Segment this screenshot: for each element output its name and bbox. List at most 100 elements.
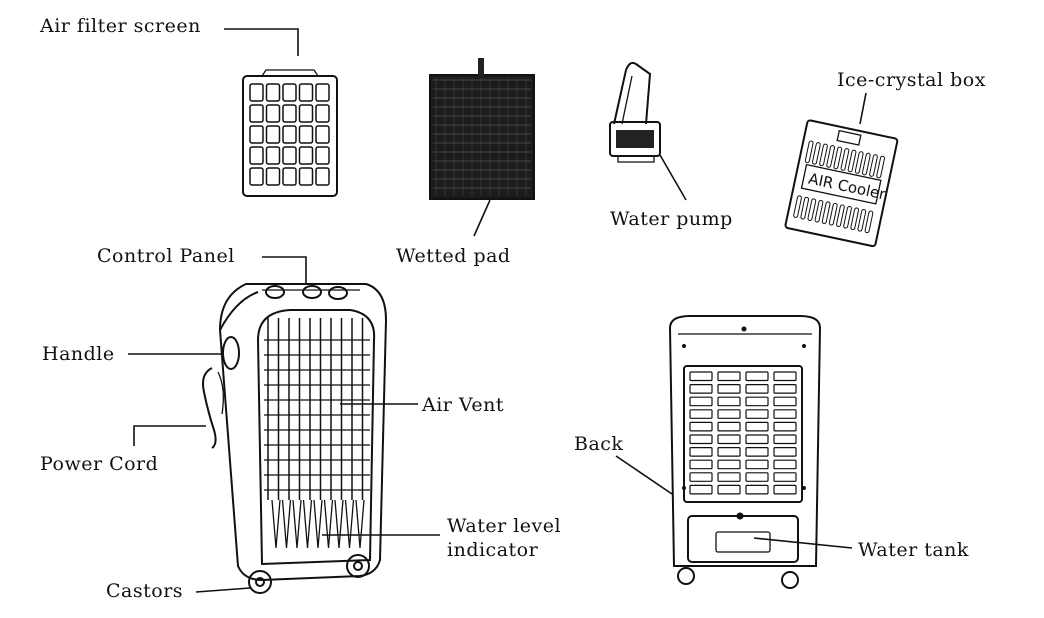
- filter-cell: [315, 83, 330, 102]
- filter-cell: [265, 104, 281, 123]
- back-grille-slot: [689, 421, 713, 432]
- ice-ridge: [857, 209, 867, 232]
- power-cord-label: Power Cord: [40, 453, 158, 475]
- ice-ridge: [869, 154, 878, 177]
- back-grille-slot: [773, 472, 797, 482]
- back-grille-slot: [773, 459, 797, 470]
- filter-cell: [282, 104, 297, 123]
- wetted-pad-drawing: [429, 58, 535, 200]
- wetted-pad-label: Wetted pad: [396, 245, 511, 267]
- ice-ridge: [843, 205, 852, 229]
- back-grille-slot: [773, 421, 797, 432]
- back-grille-slot: [773, 384, 797, 394]
- filter-cell: [282, 83, 297, 102]
- water-tank-label: Water tank: [858, 539, 969, 561]
- indicator-tooth: [313, 499, 323, 549]
- back-label: Back: [574, 433, 623, 455]
- filter-cell: [265, 125, 281, 144]
- indicator-tooth: [334, 499, 344, 549]
- ice-ridge: [847, 149, 857, 173]
- back-grille-slot: [717, 447, 741, 457]
- filter-cell: [265, 146, 281, 165]
- back-grille-slot: [689, 409, 713, 419]
- ice-ridge: [854, 151, 864, 174]
- filter-cell: [298, 83, 314, 102]
- back-grille-slot: [745, 384, 769, 394]
- filter-cell: [249, 125, 264, 144]
- power-cord-leader: [133, 425, 206, 446]
- back-grille-slot: [745, 409, 769, 419]
- back-grille-slot: [773, 434, 797, 445]
- filter-cell: [265, 83, 281, 102]
- cooler-back-drawing: [668, 315, 822, 589]
- ice-ridge: [811, 142, 821, 165]
- back-grille-slot: [745, 421, 769, 432]
- back-grille-slot: [717, 484, 741, 495]
- filter-cell: [265, 167, 281, 186]
- castors-leader: [195, 587, 251, 593]
- ice-ridge: [819, 143, 828, 167]
- ice-ridge: [828, 202, 838, 226]
- indicator-tooth: [281, 499, 292, 549]
- filter-cell: [315, 167, 330, 186]
- back-grille-slot: [689, 434, 713, 445]
- ice-crystal-box-label: Ice-crystal box: [837, 69, 986, 91]
- handle-label: Handle: [42, 343, 115, 365]
- back-grille-slot: [773, 447, 797, 457]
- castors-label: Castors: [106, 580, 183, 602]
- filter-cell: [282, 125, 297, 144]
- indicator-tooth: [302, 499, 313, 549]
- back-grille-slot: [717, 384, 741, 394]
- wetted-pad-leader: [473, 199, 491, 237]
- ice-ridge: [840, 148, 850, 171]
- back-grille-slot: [717, 459, 741, 470]
- water-pump-drawing: [609, 61, 661, 163]
- ice-crystal-box-drawing: AIR Cooler: [784, 119, 899, 248]
- indicator-tooth: [271, 499, 281, 549]
- cooler-front-drawing: [202, 283, 388, 594]
- air-filter-screen-label: Air filter screen: [39, 15, 201, 37]
- back-grille-slot: [689, 371, 713, 382]
- filter-cell: [315, 104, 330, 123]
- ice-ridge: [793, 195, 802, 218]
- ice-ridge: [800, 196, 810, 220]
- ice-ridge: [826, 145, 836, 168]
- ice-ridge: [861, 152, 871, 176]
- indicator-tooth: [355, 499, 365, 549]
- back-grille-slot: [717, 409, 741, 419]
- filter-cell: [315, 125, 330, 144]
- back-grille-slot: [745, 434, 769, 445]
- back-grille-slot: [689, 396, 713, 407]
- water-level-indicator-label-2: indicator: [447, 539, 539, 561]
- ice-crystal-box-print: AIR Cooler: [807, 170, 888, 204]
- filter-cell: [298, 104, 314, 123]
- back-grille-slot: [717, 371, 741, 382]
- filter-cell: [249, 167, 264, 186]
- ice-ridge: [804, 140, 814, 164]
- water-pump-label: Water pump: [610, 208, 733, 230]
- filter-cell: [249, 146, 264, 165]
- back-grille-slot: [689, 447, 713, 457]
- filter-cell: [249, 104, 264, 123]
- back-grille-slot: [717, 421, 741, 432]
- back-grille-slot: [745, 396, 769, 407]
- water-level-indicator-label-1: Water level: [447, 515, 561, 537]
- control-panel-leader: [262, 256, 307, 284]
- indicator-tooth: [323, 499, 334, 549]
- filter-cell: [249, 83, 264, 102]
- air-filter-screen-leader: [224, 28, 299, 56]
- back-grille-slot: [689, 459, 713, 470]
- back-grille-slot: [717, 434, 741, 445]
- indicator-tooth: [344, 499, 355, 549]
- back-grille-slot: [773, 409, 797, 419]
- filter-cell: [298, 146, 314, 165]
- back-grille-slot: [773, 484, 797, 495]
- back-grille-slot: [689, 384, 713, 394]
- back-grille-slot: [689, 472, 713, 482]
- back-grille-slot: [773, 371, 797, 382]
- ice-ridge: [836, 204, 845, 228]
- filter-cell: [298, 125, 314, 144]
- air-vent-label: Air Vent: [421, 394, 504, 416]
- ice-ridge: [876, 155, 885, 179]
